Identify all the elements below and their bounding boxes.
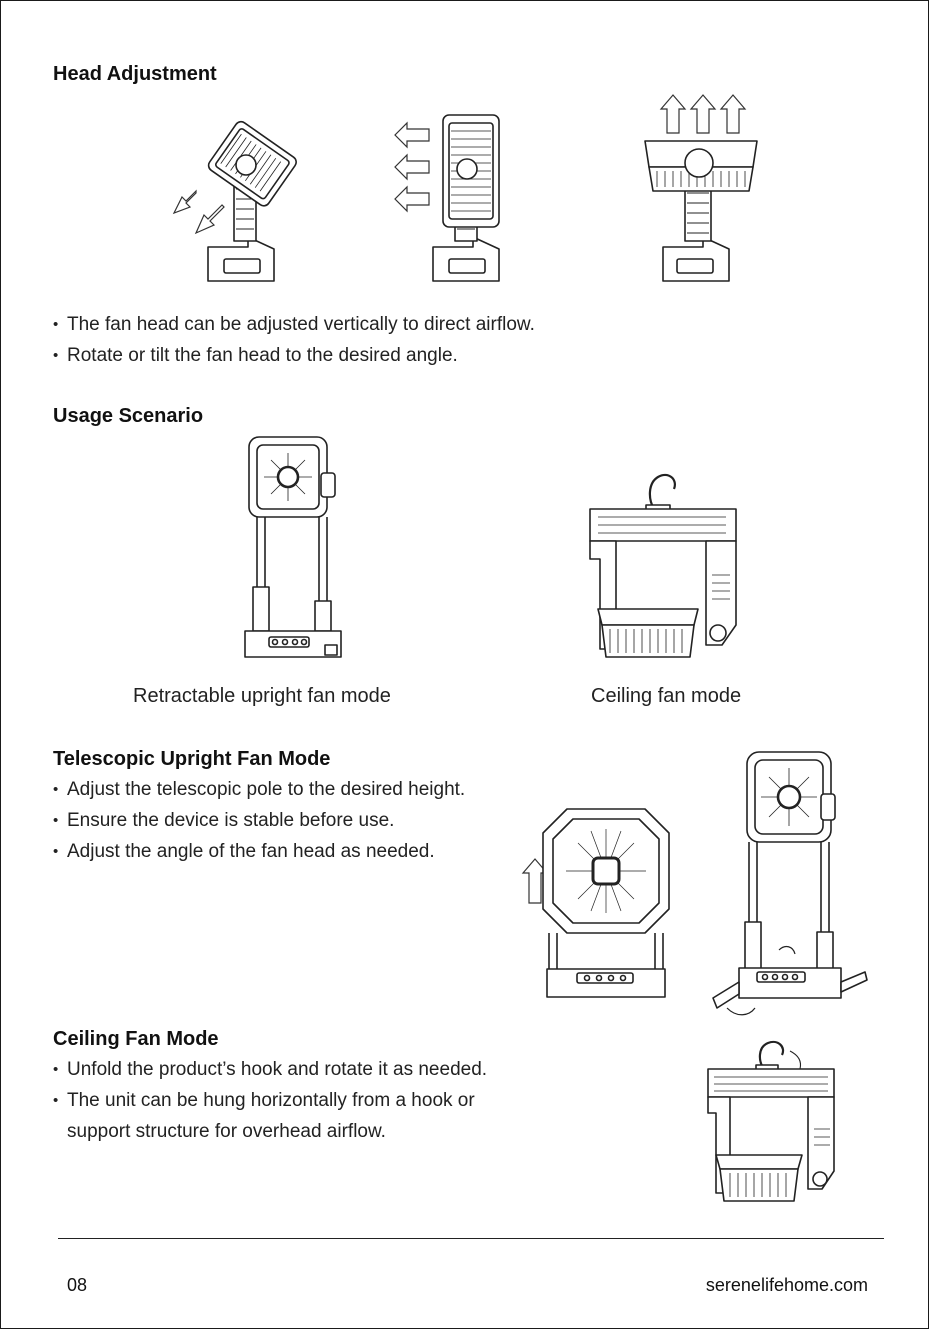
list-item: Unfold the product’s hook and rotate it … (53, 1054, 487, 1085)
list-item: Adjust the angle of the fan head as need… (53, 836, 465, 867)
telescopic-heading: Telescopic Upright Fan Mode (53, 748, 331, 770)
tilted-fan-illustration (166, 109, 298, 287)
ceiling-list: Unfold the product’s hook and rotate it … (53, 1054, 487, 1147)
list-item: The fan head can be adjusted vertically … (53, 309, 535, 340)
ceiling-heading: Ceiling Fan Mode (53, 1028, 219, 1050)
list-item-line: The unit can be hung horizontally from a… (67, 1090, 475, 1111)
usage-scenario-heading: Usage Scenario (53, 405, 204, 427)
ceiling-fan-small-illustration (704, 1037, 839, 1209)
head-adjustment-list: The fan head can be adjusted vertically … (53, 309, 535, 371)
list-item: Ensure the device is stable before use. (53, 805, 465, 836)
upward-airflow-illustration (641, 91, 781, 287)
ceiling-mode-caption: Ceiling fan mode (591, 685, 742, 707)
footer-divider (58, 1238, 884, 1239)
horizontal-airflow-illustration (393, 109, 523, 287)
list-item: The unit can be hung horizontally from a… (53, 1085, 487, 1147)
ceiling-fan-illustration (586, 469, 741, 669)
list-item: Adjust the telescopic pole to the desire… (53, 774, 465, 805)
extended-fan-illustration (709, 746, 874, 1016)
website-link[interactable]: serenelifehome.com (705, 1275, 868, 1295)
list-item-line: support structure for overhead airflow. (67, 1121, 386, 1142)
arrow-icon (174, 191, 224, 233)
upright-fan-illustration (241, 433, 351, 665)
head-adjustment-heading: Head Adjustment (53, 63, 217, 85)
upright-mode-caption: Retractable upright fan mode (133, 685, 391, 707)
retracted-fan-illustration (521, 801, 686, 1006)
page-number: 08 (67, 1275, 88, 1295)
arrow-icon (523, 859, 547, 903)
telescopic-list: Adjust the telescopic pole to the desire… (53, 774, 465, 867)
list-item: Rotate or tilt the fan head to the desir… (53, 340, 535, 371)
